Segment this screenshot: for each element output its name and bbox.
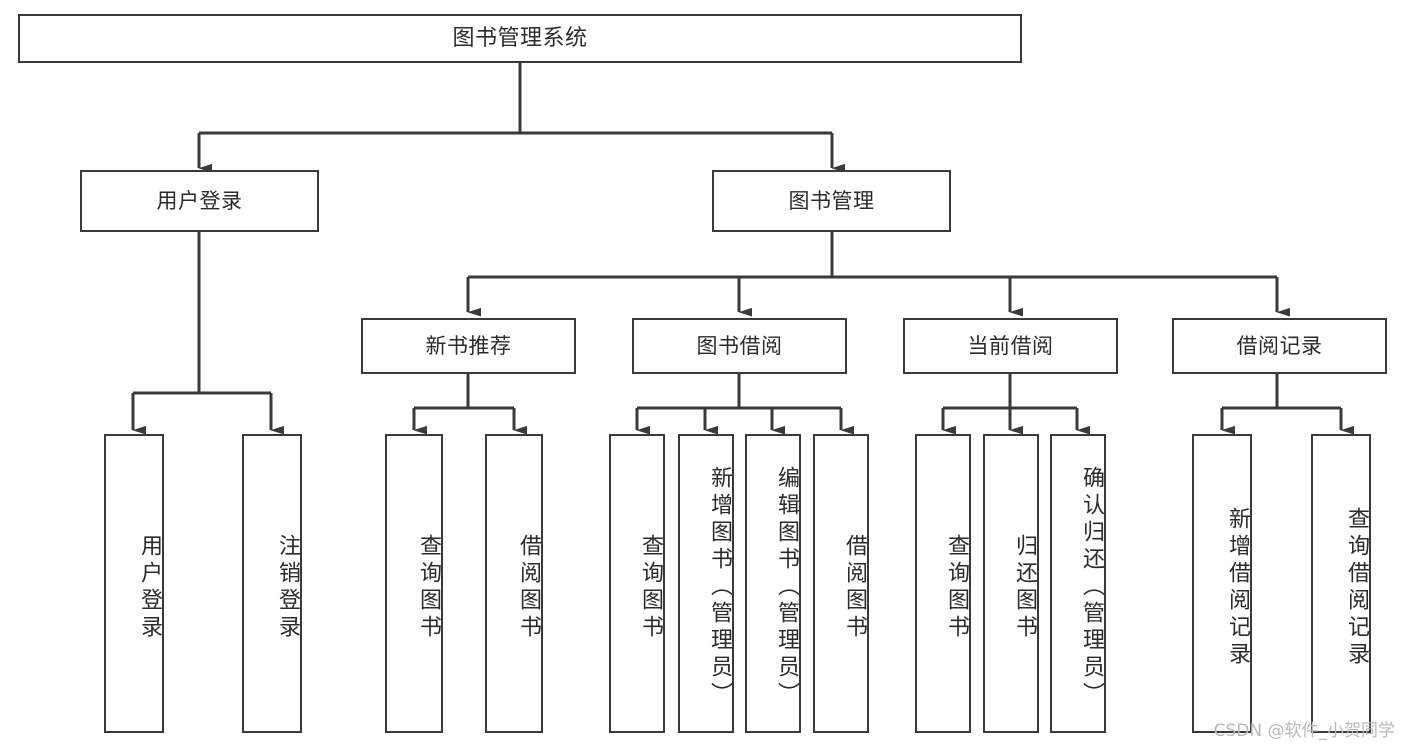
leaf-user-login[interactable]: 用户登录 (104, 434, 164, 733)
node-label: 借阅图书 (516, 533, 541, 642)
node-label: 查询借阅记录 (1344, 506, 1369, 669)
node-label: 新增借阅记录 (1225, 506, 1250, 669)
node-label: 查询图书 (944, 533, 969, 642)
leaf-edit-book-admin[interactable]: 编辑图书（管理员） (745, 434, 801, 733)
node-label: 编辑图书（管理员） (774, 466, 799, 709)
node-book-management[interactable]: 图书管理 (712, 170, 951, 232)
node-label: 用户登录 (156, 188, 243, 213)
node-label: 查询图书 (416, 533, 441, 642)
node-root-system[interactable]: 图书管理系统 (18, 14, 1022, 63)
leaf-borrow-book-recommend[interactable]: 借阅图书 (485, 434, 543, 733)
leaf-query-borrow-record[interactable]: 查询借阅记录 (1311, 434, 1371, 733)
leaf-confirm-return-admin[interactable]: 确认归还（管理员） (1050, 434, 1106, 733)
node-label: 新书推荐 (425, 333, 512, 358)
leaf-return-book[interactable]: 归还图书 (983, 434, 1039, 733)
leaf-add-book-admin[interactable]: 新增图书（管理员） (678, 434, 734, 733)
node-label: 图书借阅 (696, 333, 783, 358)
node-label: 归还图书 (1012, 533, 1037, 642)
node-current-borrow[interactable]: 当前借阅 (903, 318, 1118, 374)
node-label: 确认归还（管理员） (1079, 466, 1104, 709)
watermark: CSDN @软件_小贺同学 (1213, 721, 1395, 741)
leaf-query-book-current[interactable]: 查询图书 (915, 434, 971, 733)
node-label: 新增图书（管理员） (707, 466, 732, 709)
node-borrow-records[interactable]: 借阅记录 (1172, 318, 1387, 374)
node-label: 图书管理 (788, 188, 875, 213)
leaf-logout[interactable]: 注销登录 (242, 434, 302, 733)
node-label: 当前借阅 (967, 333, 1054, 358)
node-new-book-recommend[interactable]: 新书推荐 (361, 318, 576, 374)
node-label: 图书管理系统 (452, 25, 588, 51)
node-label: 查询图书 (638, 533, 663, 642)
leaf-query-book-borrow[interactable]: 查询图书 (609, 434, 665, 733)
leaf-add-borrow-record[interactable]: 新增借阅记录 (1192, 434, 1252, 733)
node-user-login[interactable]: 用户登录 (80, 170, 319, 232)
leaf-query-book-recommend[interactable]: 查询图书 (385, 434, 443, 733)
node-book-borrow[interactable]: 图书借阅 (632, 318, 847, 374)
node-label: 借阅图书 (842, 533, 867, 642)
node-label: 注销登录 (275, 533, 300, 642)
node-label: 用户登录 (137, 533, 162, 642)
leaf-borrow-book[interactable]: 借阅图书 (813, 434, 869, 733)
node-label: 借阅记录 (1236, 333, 1323, 358)
